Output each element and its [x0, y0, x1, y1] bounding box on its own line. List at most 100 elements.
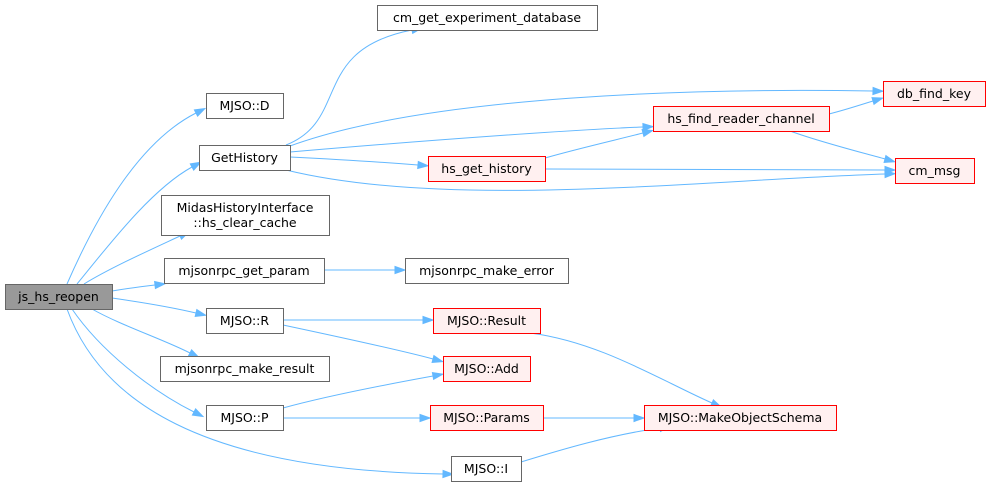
arrowhead — [872, 86, 885, 96]
arrowhead — [189, 161, 203, 171]
edge-line — [529, 332, 713, 404]
node-label: GetHistory — [211, 150, 278, 165]
node-label: mjsonrpc_make_error — [419, 263, 555, 278]
edge-hs_find_reader_channel-to-cm_msg — [789, 130, 897, 163]
arrowhead — [641, 129, 655, 138]
node-cm-msg[interactable]: cm_msg — [895, 158, 975, 184]
node-gethistory[interactable]: GetHistory — [199, 145, 291, 171]
node-label: hs_get_history — [441, 161, 532, 176]
node-box — [644, 405, 837, 431]
edge-line — [544, 168, 886, 171]
node-mjso-makeobjectschema[interactable]: MJSO::MakeObjectSchema — [644, 405, 837, 431]
node-label: db_find_key — [897, 86, 972, 101]
arrowhead — [194, 308, 208, 317]
edge-line — [285, 29, 413, 146]
node-label: js_hs_reopen — [17, 289, 99, 304]
node-box — [5, 284, 113, 310]
arrowhead — [191, 408, 205, 418]
edge-line — [282, 324, 434, 360]
arrowhead — [193, 107, 207, 117]
node-label: mjsonrpc_get_param — [178, 263, 309, 278]
node-hs-clear-cache[interactable]: MidasHistoryInterface::hs_clear_cache — [161, 195, 330, 236]
node-label: ::hs_clear_cache — [193, 215, 297, 230]
edge-hs_find_reader_channel-to-db_find_key — [828, 97, 885, 115]
node-mjsonrpc-make-result[interactable]: mjsonrpc_make_result — [160, 356, 330, 382]
edge-js_hs_reopen-to-mjsonrpc_make_result — [91, 308, 201, 359]
node-js-hs-reopen[interactable]: js_hs_reopen — [5, 284, 113, 310]
edge-line — [66, 112, 197, 285]
node-box — [430, 405, 544, 431]
node-box — [161, 195, 330, 236]
edge-mjso_params-to-mjso_makeobjectschema — [543, 413, 646, 423]
edge-line — [76, 166, 193, 285]
edge-line — [289, 126, 644, 153]
node-box — [653, 106, 830, 132]
edge-js_hs_reopen-to-mjsonrpc_get_param — [111, 280, 167, 292]
edge-line — [111, 284, 156, 292]
arrowhead — [417, 160, 430, 170]
arrowhead — [633, 413, 646, 423]
arrowhead — [431, 371, 445, 381]
edge-line — [83, 235, 181, 285]
edge-line — [285, 169, 886, 191]
edge-mjso_p-to-mjso_add — [282, 371, 445, 409]
edge-js_hs_reopen-to-mjso_p — [71, 308, 205, 418]
arrowhead — [431, 354, 445, 363]
edge-js_hs_reopen-to-gethistory — [76, 161, 203, 285]
node-hs-find-reader-channel[interactable]: hs_find_reader_channel — [653, 106, 830, 132]
edge-line — [520, 427, 661, 463]
arrowhead — [419, 413, 432, 423]
node-box — [451, 456, 522, 482]
edge-line — [282, 375, 434, 409]
edge-line — [289, 156, 419, 166]
edge-hs_get_history-to-cm_msg — [544, 165, 897, 175]
edge-hs_get_history-to-hs_find_reader_channel — [544, 129, 655, 159]
node-label: mjsonrpc_make_result — [175, 361, 315, 376]
arrowhead — [642, 122, 655, 132]
arrowhead — [871, 97, 885, 106]
edge-gethistory-to-hs_get_history — [289, 156, 430, 170]
node-box — [160, 356, 330, 382]
edge-line — [66, 308, 444, 475]
edge-line — [289, 89, 874, 147]
edge-gethistory-to-db_find_key — [289, 86, 885, 147]
node-box — [428, 156, 546, 182]
nodes-layer: js_hs_reopen cm_get_experiment_databaseMJ… — [5, 5, 986, 482]
arrowhead — [883, 154, 897, 163]
node-mjso-params[interactable]: MJSO::Params — [430, 405, 544, 431]
edge-mjso_r-to-mjso_add — [282, 324, 445, 363]
edge-line — [71, 308, 195, 413]
arrowhead — [884, 165, 897, 175]
node-hs-get-history[interactable]: hs_get_history — [428, 156, 546, 182]
edge-gethistory-to-cm_msg — [285, 169, 897, 191]
node-mjso-i[interactable]: MJSO::I — [451, 456, 522, 482]
node-mjsonrpc-make-error[interactable]: mjsonrpc_make_error — [405, 258, 569, 284]
edge-gethistory-to-hs_find_reader_channel — [289, 122, 655, 153]
edge-mjsonrpc_get_param-to-mjsonrpc_make_error — [324, 265, 407, 275]
node-mjsonrpc-get-param[interactable]: mjsonrpc_get_param — [164, 258, 325, 284]
node-label: hs_find_reader_channel — [667, 111, 814, 126]
node-box — [443, 356, 531, 382]
edge-line — [828, 100, 874, 115]
node-mjso-d[interactable]: MJSO::D — [206, 93, 284, 119]
node-mjso-add[interactable]: MJSO::Add — [443, 356, 531, 382]
node-mjso-p[interactable]: MJSO::P — [206, 405, 284, 431]
edge-mjso_p-to-mjso_params — [283, 413, 432, 423]
node-label: MJSO::I — [464, 461, 508, 476]
node-label: MJSO::R — [220, 313, 269, 328]
edge-js_hs_reopen-to-mjso_d — [66, 107, 207, 285]
node-box — [199, 145, 291, 171]
node-box — [206, 405, 284, 431]
node-box — [164, 258, 325, 284]
node-db-find-key[interactable]: db_find_key — [883, 81, 986, 107]
node-mjso-r[interactable]: MJSO::R — [206, 308, 284, 334]
node-label: MJSO::Result — [447, 313, 526, 328]
node-cm-get-experiment-database[interactable]: cm_get_experiment_database — [377, 5, 598, 31]
edge-mjso_r-to-mjso_result — [282, 315, 435, 325]
node-mjso-result[interactable]: MJSO::Result — [433, 308, 541, 334]
node-box — [883, 81, 986, 107]
node-label: cm_msg — [909, 163, 961, 178]
node-box — [377, 5, 598, 31]
